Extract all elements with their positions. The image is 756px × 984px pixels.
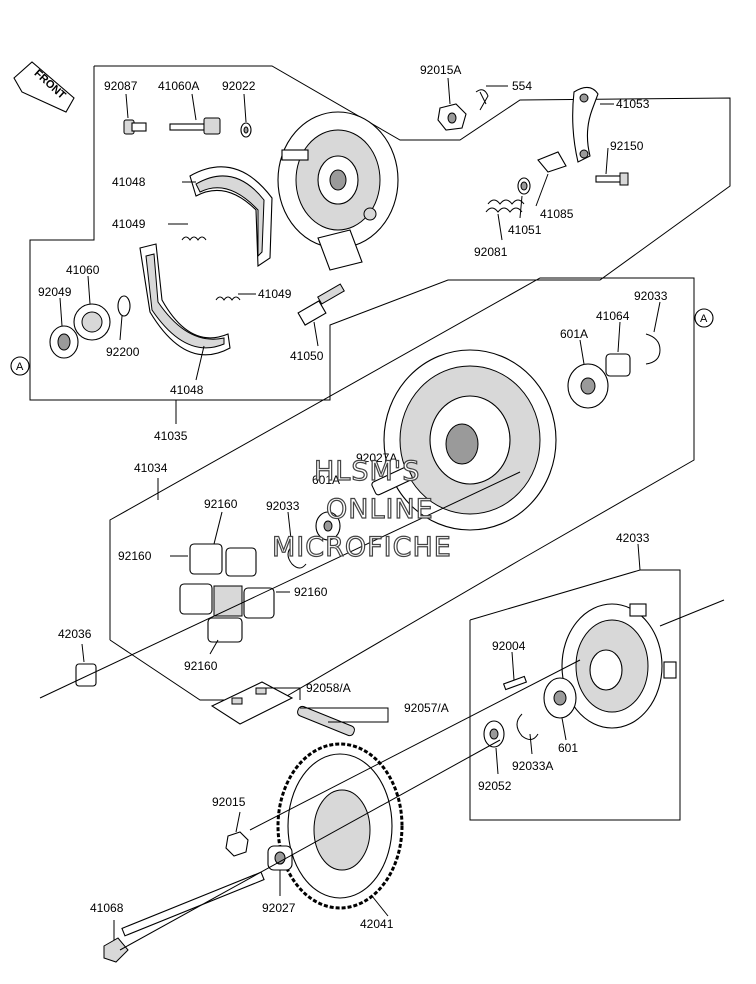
ref-marker-a-right: A (694, 308, 714, 328)
label-41060A: 41060A (158, 79, 199, 93)
label-92015A: 92015A (420, 63, 461, 77)
cam-gear-41060[interactable] (73, 303, 111, 341)
wear-indicator-41085[interactable] (537, 151, 567, 173)
label-41064: 41064 (596, 309, 630, 323)
label-92049: 92049 (38, 285, 72, 299)
label-41050: 41050 (290, 349, 324, 363)
svg-text:A: A (700, 313, 708, 325)
label-41049-top: 41049 (112, 217, 146, 231)
brake-lever-41053[interactable] (572, 86, 599, 163)
label-41068: 41068 (90, 901, 124, 915)
label-41085: 41085 (540, 207, 574, 221)
label-41053: 41053 (616, 97, 650, 111)
front-direction-arrow: FRONT (13, 61, 75, 113)
brake-cam-41050[interactable] (297, 283, 345, 326)
sprocket-hub-42033[interactable] (561, 603, 677, 729)
label-41048-top: 41048 (112, 175, 146, 189)
label-92052: 92052 (478, 779, 512, 793)
label-601A-top: 601A (560, 327, 588, 341)
label-601: 601 (558, 741, 578, 755)
label-92033-mid: 92033 (266, 499, 300, 513)
seal-92049[interactable] (49, 325, 79, 359)
label-92160-d: 92160 (184, 659, 218, 673)
bolt-92087[interactable] (123, 119, 147, 135)
sprocket-hub-outline (469, 569, 681, 821)
collar-41064[interactable] (605, 353, 631, 377)
label-42036: 42036 (58, 627, 92, 641)
spacer-92027A[interactable] (371, 466, 413, 496)
cam-shaft-41060A[interactable] (169, 117, 221, 135)
circlip-92033-mid[interactable] (287, 545, 307, 569)
label-92200: 92200 (106, 345, 140, 359)
label-41048-bottom: 41048 (170, 383, 204, 397)
label-92160-b: 92160 (118, 549, 152, 563)
sprocket-42041[interactable] (276, 742, 404, 910)
chain-joint-92058A[interactable] (210, 681, 294, 725)
spring-92081[interactable] (485, 199, 525, 213)
label-92022: 92022 (222, 79, 256, 93)
watermark-line-2: ONLINE (326, 494, 434, 525)
collar-42036[interactable] (75, 663, 97, 687)
label-92004: 92004 (492, 639, 526, 653)
chain-92057A[interactable] (296, 705, 355, 737)
spring-41049-top[interactable] (181, 236, 207, 241)
nut-92015A[interactable] (437, 103, 467, 131)
circlip-92033-top[interactable] (645, 333, 661, 365)
label-92087: 92087 (104, 79, 138, 93)
leader-lines (59, 77, 661, 940)
hub-damper-92160[interactable] (179, 543, 275, 643)
svg-text:A: A (16, 361, 24, 373)
watermark-line-3: MICROFICHE (272, 532, 452, 563)
brake-shoe-41048-bottom[interactable] (139, 243, 231, 356)
part-labels: 92087 41060A 92022 92015A 554 41053 4104… (38, 63, 668, 931)
watermark: HLSM'S ONLINE MICROFICHE (271, 455, 452, 563)
circlip-92033A[interactable] (516, 713, 539, 740)
label-92027A: 92027A (356, 451, 397, 465)
label-41035: 41035 (154, 429, 188, 443)
bolt-92150[interactable] (595, 172, 629, 186)
label-41060: 41060 (66, 263, 100, 277)
label-41049-mid: 41049 (258, 287, 292, 301)
axis-lines (39, 471, 725, 951)
axle-41068[interactable] (103, 871, 265, 963)
bearing-601A-top[interactable] (567, 363, 609, 409)
label-42033: 42033 (616, 531, 650, 545)
washer-92022[interactable] (240, 122, 252, 138)
label-554: 554 (512, 79, 532, 93)
label-92160-c: 92160 (294, 585, 328, 599)
label-41051: 41051 (508, 223, 542, 237)
watermark-line-1: HLSM'S (314, 456, 420, 487)
spring-41049-mid[interactable] (215, 296, 241, 301)
washer-92200[interactable] (117, 295, 131, 317)
label-41034: 41034 (134, 461, 168, 475)
label-92160-a: 92160 (204, 497, 238, 511)
seal-41051[interactable] (517, 177, 531, 195)
label-92081: 92081 (474, 245, 508, 259)
label-92057A: 92057/A (404, 701, 449, 715)
label-42041: 42041 (360, 917, 394, 931)
label-92033A: 92033A (512, 759, 553, 773)
brake-panel[interactable] (277, 111, 399, 271)
brake-shoe-41048-top[interactable] (189, 166, 273, 268)
label-92058A: 92058/A (306, 681, 351, 695)
cotter-pin-554[interactable] (475, 89, 489, 111)
label-601A-mid: 601A (312, 473, 340, 487)
label-92027: 92027 (262, 901, 296, 915)
label-92015: 92015 (212, 795, 246, 809)
collar-92027[interactable] (267, 845, 293, 871)
bearing-601[interactable] (543, 677, 577, 719)
label-92150: 92150 (610, 139, 644, 153)
stud-92004[interactable] (502, 675, 528, 691)
label-92033-top: 92033 (634, 289, 668, 303)
wheel-hub-drum[interactable] (383, 349, 557, 531)
ref-marker-a-left: A (10, 356, 30, 376)
bearing-601A-mid[interactable] (315, 511, 341, 541)
brake-assembly-outline (29, 65, 731, 401)
nut-92015[interactable] (225, 831, 249, 857)
